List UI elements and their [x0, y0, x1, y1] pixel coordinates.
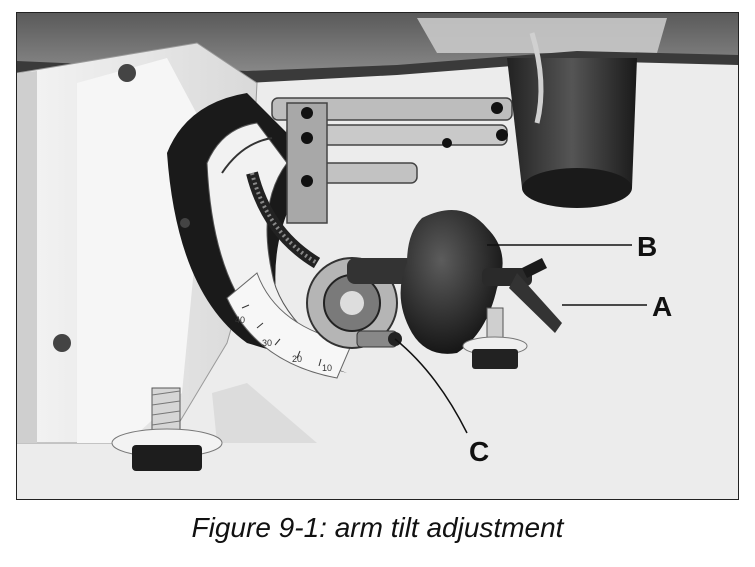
- callout-lines: [394, 244, 647, 434]
- callout-label-b: B: [637, 231, 657, 262]
- degree-scale: 40 30 20 10: [226, 272, 353, 379]
- scale-tick-40: 40: [235, 315, 245, 325]
- lock-knob: [400, 210, 503, 354]
- callout-label-a: A: [652, 291, 672, 322]
- gear-rack: [246, 171, 321, 269]
- tilt-lever: [482, 258, 562, 333]
- arm-linkage: [271, 97, 513, 224]
- scale-tick-10: 10: [322, 363, 332, 373]
- scale-tick-20: 20: [292, 354, 302, 364]
- callout-label-c: C: [469, 436, 489, 467]
- arm-tilt-photo: 40 30 20 10: [17, 13, 738, 499]
- figure-caption: Figure 9-1: arm tilt adjustment: [191, 512, 564, 543]
- leveling-foot-right: [462, 307, 528, 369]
- scale-tick-30: 30: [262, 338, 272, 348]
- base-screws: [53, 64, 190, 352]
- figure-photo-frame: 40 30 20 10: [16, 12, 739, 500]
- motor-housing: [507, 32, 637, 208]
- leveling-foot-left: [111, 387, 223, 471]
